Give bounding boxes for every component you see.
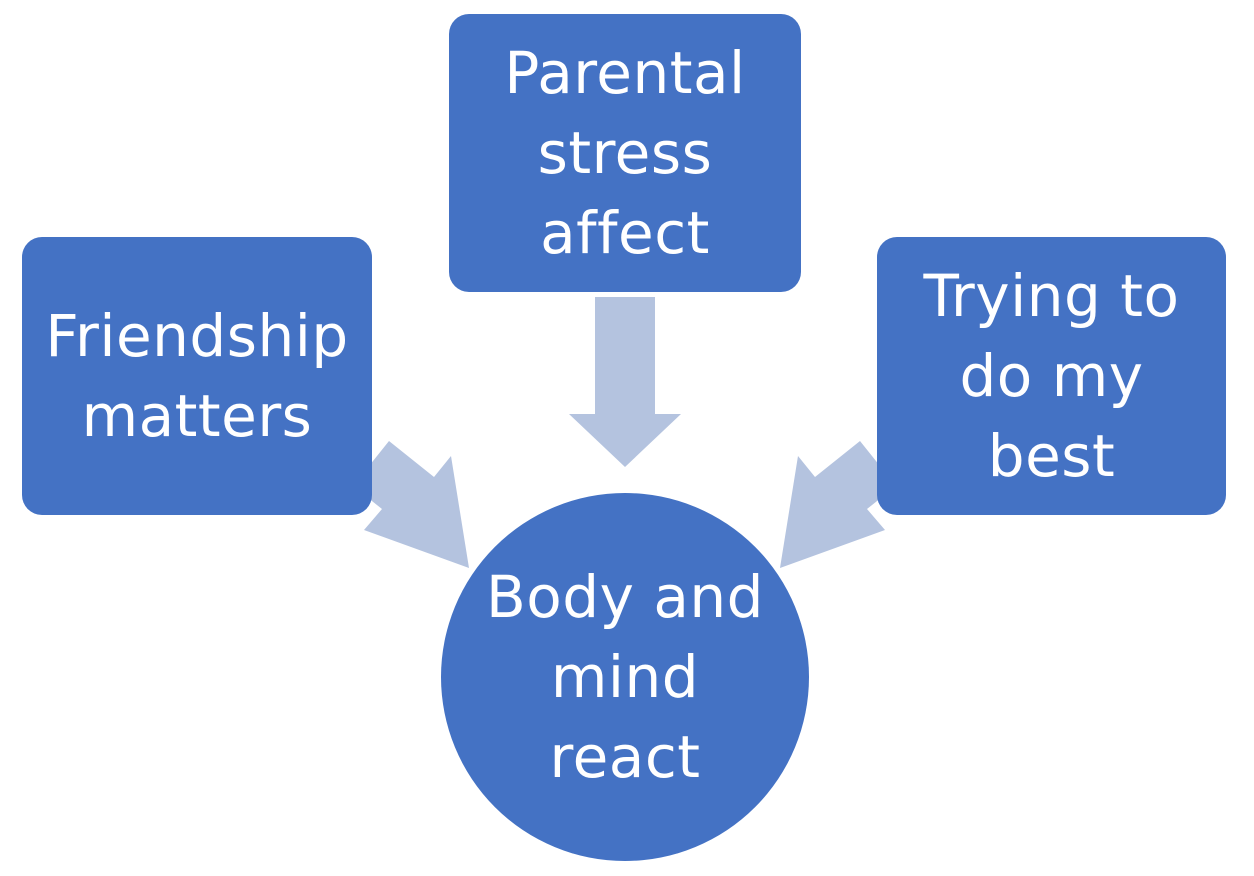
node-label: Trying to do my best xyxy=(923,262,1180,490)
node-body-and-mind-react: Body and mind react xyxy=(441,493,809,861)
arrow-top-to-center xyxy=(569,297,681,467)
arrow-left-to-center xyxy=(353,441,469,568)
arrow-right-to-center xyxy=(780,441,896,568)
node-label: Friendship matters xyxy=(45,302,349,450)
node-parental-stress-affect: Parental stress affect xyxy=(449,14,801,292)
node-trying-to-do-my-best: Trying to do my best xyxy=(877,237,1226,515)
node-label: Body and mind react xyxy=(486,563,764,791)
node-label: Parental stress affect xyxy=(504,39,746,267)
node-friendship-matters: Friendship matters xyxy=(22,237,372,515)
